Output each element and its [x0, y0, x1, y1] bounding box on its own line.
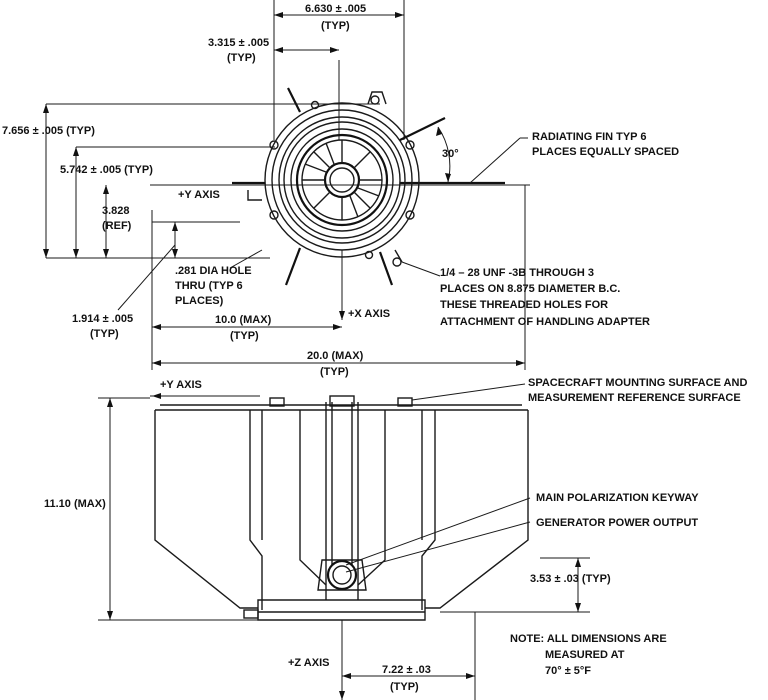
thread-note-line2: PLACES ON 8.875 DIAMETER B.C. [440, 283, 620, 295]
top-view [43, 0, 530, 370]
power-output-label: GENERATOR POWER OUTPUT [536, 517, 698, 529]
dim-3315-typ-label: (TYP) [227, 52, 256, 64]
mounting-note-line1: SPACECRAFT MOUNTING SURFACE AND [528, 377, 747, 389]
mounting-note-line2: MEASUREMENT REFERENCE SURFACE [528, 392, 741, 404]
angle-label: 30° [442, 148, 459, 160]
dim-1914-typ-label: (TYP) [90, 328, 119, 340]
top-x-axis-label: +X AXIS [348, 308, 390, 320]
hole-note-line2: THRU (TYP 6 [175, 280, 243, 292]
note-line3: 70° ± 5°F [545, 665, 591, 677]
dim-722-typ-label: (TYP) [390, 681, 419, 693]
dim-353-label: 3.53 ± .03 (TYP) [530, 573, 611, 585]
keyway-label: MAIN POLARIZATION KEYWAY [536, 492, 699, 504]
dim-20-label: 20.0 (MAX) [307, 350, 364, 362]
dim-1914-label: 1.914 ± .005 [72, 313, 133, 325]
side-view [98, 383, 590, 700]
dim-7656-label: 7.656 ± .005 (TYP) [2, 125, 95, 137]
thread-note-line4: ATTACHMENT OF HANDLING ADAPTER [440, 316, 650, 328]
dim-3828-label: 3.828 [102, 205, 130, 217]
side-y-axis-label: +Y AXIS [160, 379, 202, 391]
dim-722-label: 7.22 ± .03 [382, 664, 431, 676]
fin-note-line1: RADIATING FIN TYP 6 [532, 131, 647, 143]
dim-10-label: 10.0 (MAX) [215, 314, 272, 326]
dim-3315-label: 3.315 ± .005 [208, 37, 269, 49]
hole-note-line3: PLACES) [175, 295, 224, 307]
note-line1: NOTE: ALL DIMENSIONS ARE [510, 633, 667, 645]
dim-3828-ref-label: (REF) [102, 220, 132, 232]
thread-note-line3: THESE THREADED HOLES FOR [440, 299, 608, 311]
hole-note-line1: .281 DIA HOLE [175, 265, 252, 277]
note-line2: MEASURED AT [545, 649, 625, 661]
dim-6630-typ-label: (TYP) [321, 20, 350, 32]
fin-note-line2: PLACES EQUALLY SPACED [532, 146, 679, 158]
dim-5742-label: 5.742 ± .005 (TYP) [60, 164, 153, 176]
z-axis-label: +Z AXIS [288, 657, 329, 669]
top-y-axis-label: +Y AXIS [178, 189, 220, 201]
thread-note-line1: 1/4 – 28 UNF -3B THROUGH 3 [440, 267, 594, 279]
height-label: 11.10 (MAX) [44, 498, 106, 510]
dim-20-typ-label: (TYP) [320, 366, 349, 378]
dim-6630-label: 6.630 ± .005 [305, 3, 366, 15]
dim-10-typ-label: (TYP) [230, 330, 259, 342]
